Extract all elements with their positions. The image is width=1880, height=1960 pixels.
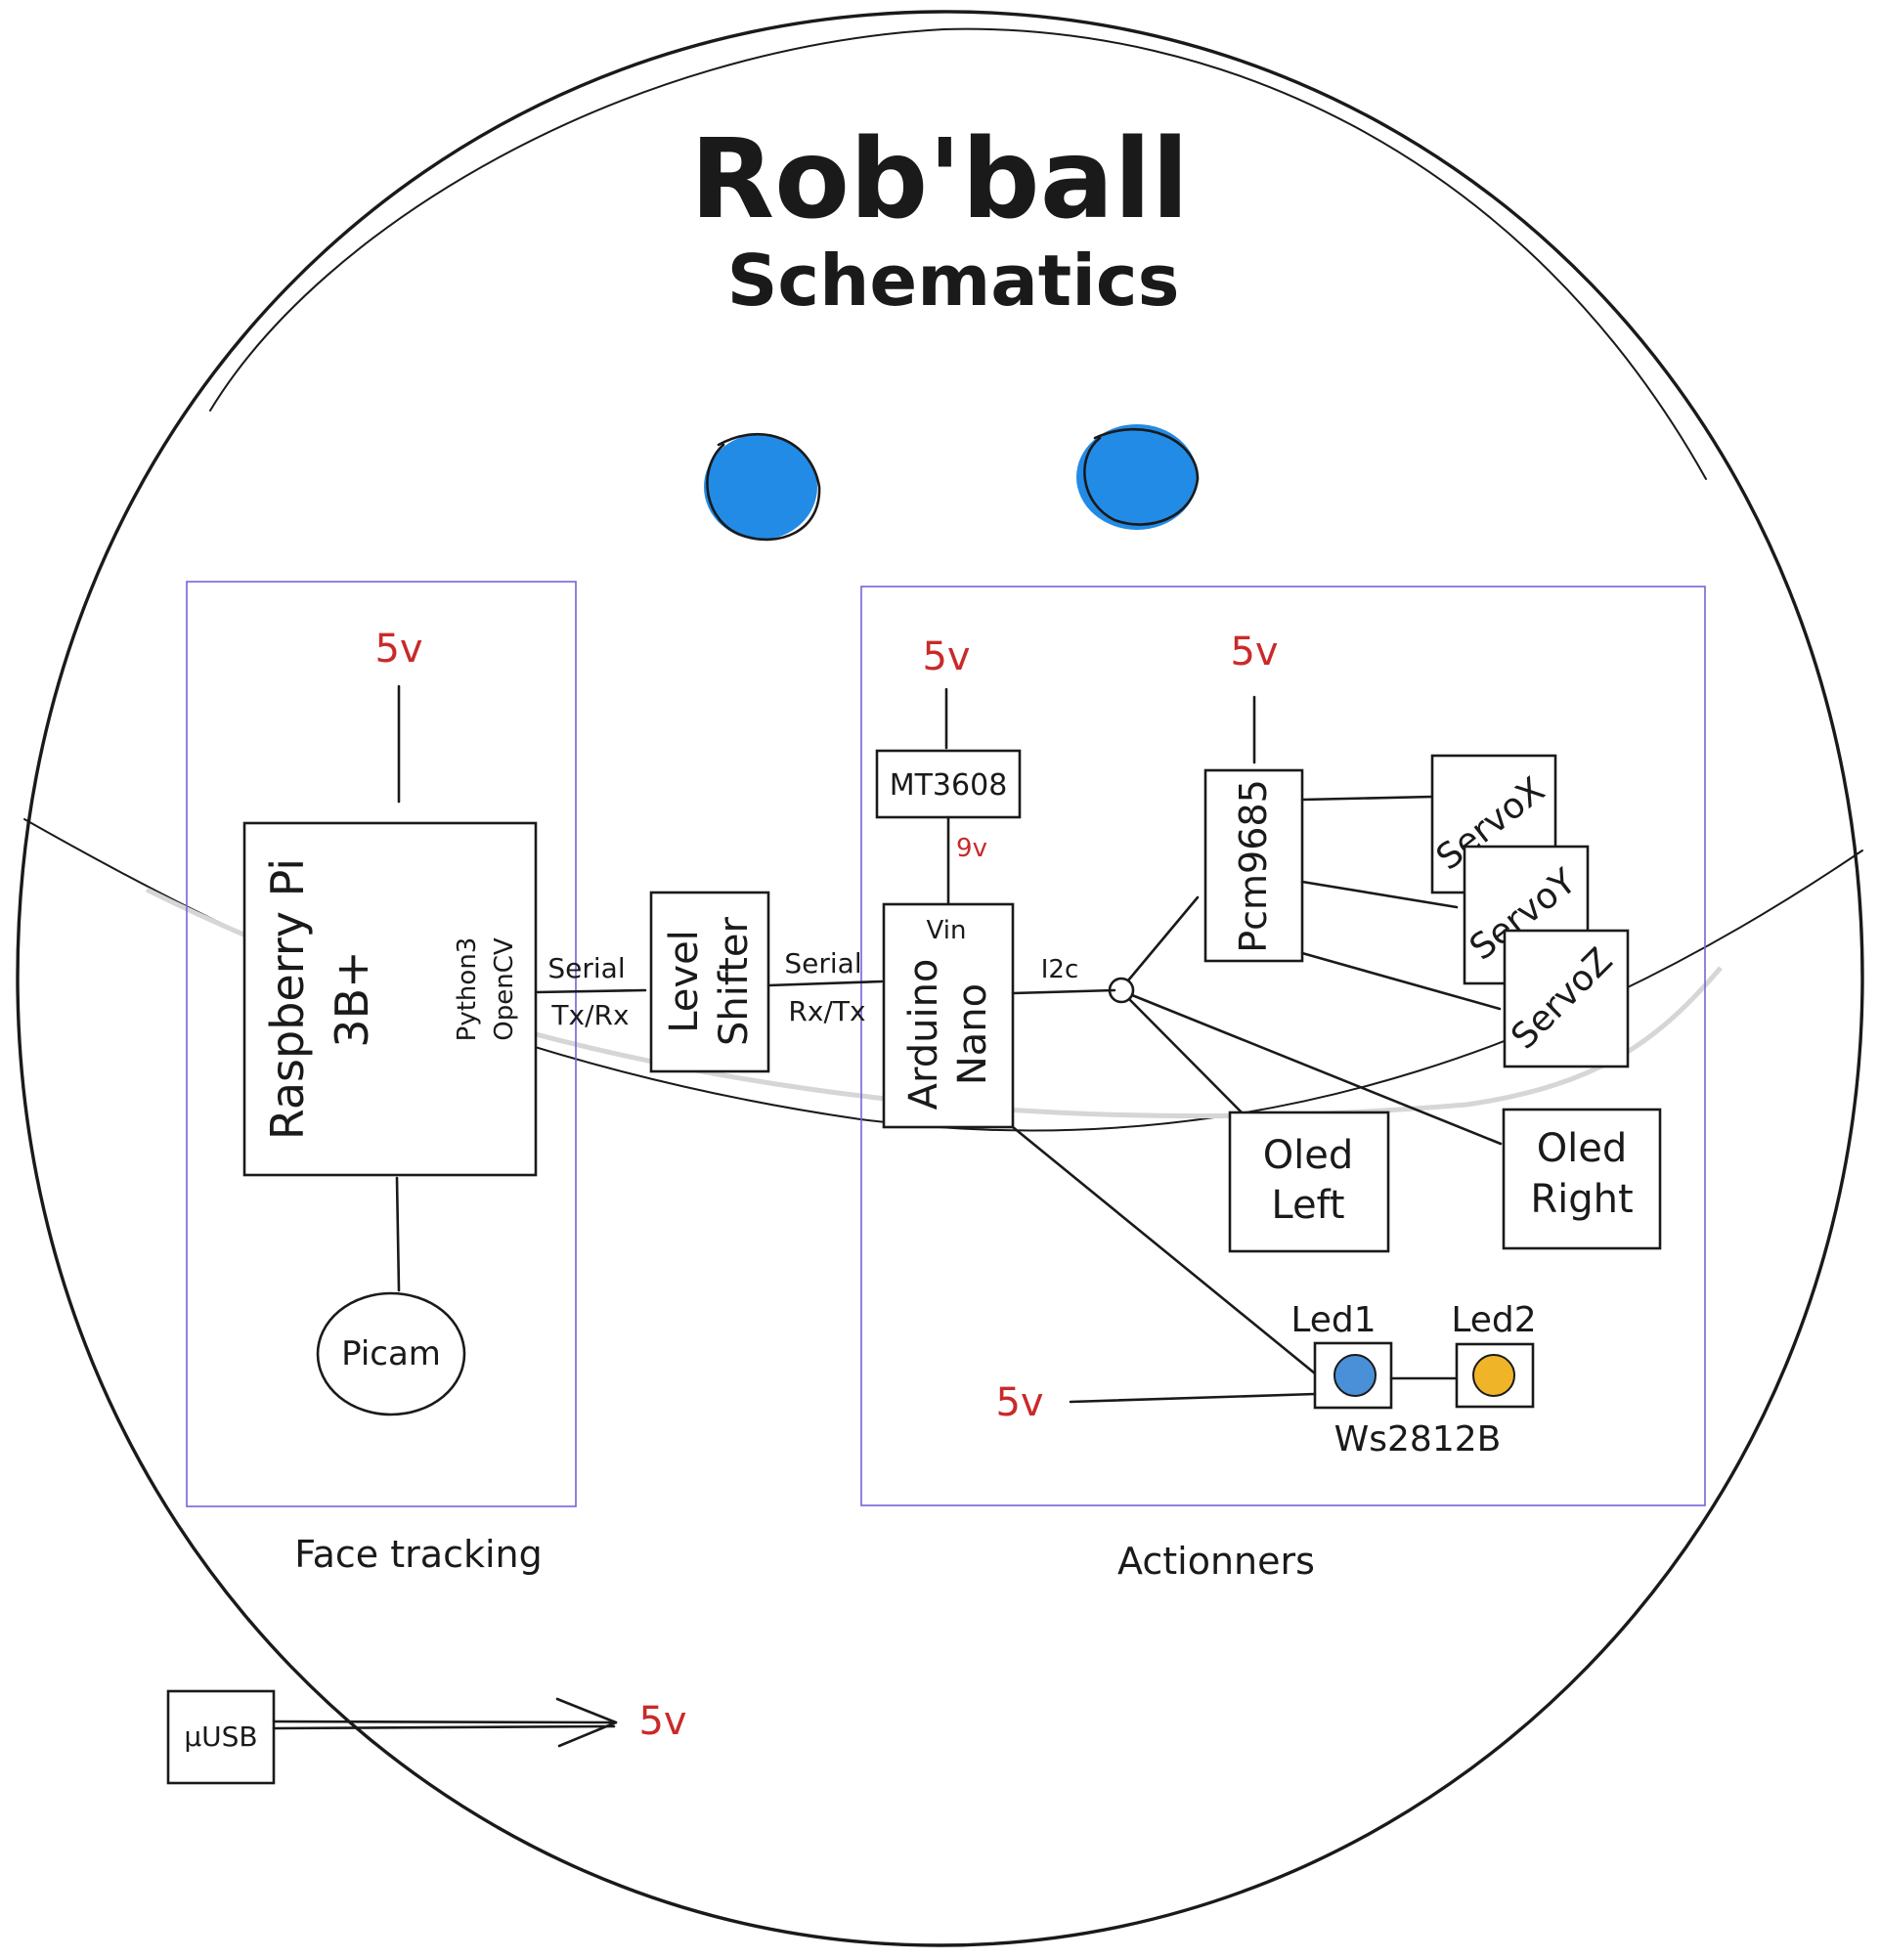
opencv-label: OpenCV <box>490 937 519 1041</box>
i2c-wire <box>1011 988 1116 995</box>
raspberry-pi-model: 3B+ <box>326 950 378 1047</box>
led-5v-label: 5v <box>995 1380 1043 1425</box>
picam-label: Picam <box>341 1334 441 1373</box>
i2c-to-oled-right-wire <box>1130 993 1503 1146</box>
oled-right-label-2: Right <box>1530 1177 1633 1222</box>
rxtx-label: Rx/Tx <box>788 995 865 1027</box>
micro-usb-label: µUSB <box>184 1720 257 1753</box>
picam-wire <box>395 1176 401 1292</box>
oled-left-label: Oled <box>1263 1133 1354 1178</box>
oled-right-box <box>1502 1108 1662 1250</box>
pcm9685-label: Pcm9685 <box>1232 779 1275 953</box>
arduino-nano-box <box>882 902 1015 1129</box>
pcm9685-box <box>1203 768 1304 963</box>
page-subtitle: Schematics <box>727 240 1180 322</box>
serial-right-label: Serial <box>784 947 861 980</box>
serial-wire-right <box>766 980 884 987</box>
usb-arrow-head <box>555 1697 618 1748</box>
face-tracking-frame <box>186 581 577 1507</box>
usb-power-wire <box>272 1720 618 1724</box>
right-eye <box>1076 424 1200 530</box>
i2c-to-pcm-wire <box>1126 895 1200 982</box>
txrx-label: Tx/Rx <box>550 999 629 1031</box>
vin-label: Vin <box>927 916 967 945</box>
raspberry-pi-box <box>242 821 538 1177</box>
serial-left-label: Serial <box>547 952 625 984</box>
mt3608-box <box>875 749 1022 819</box>
usb-5v-label: 5v <box>638 1699 686 1744</box>
actionners-frame <box>860 586 1706 1506</box>
ws2812b-label: Ws2812B <box>1334 1419 1502 1459</box>
9v-label: 9v <box>956 834 987 863</box>
raspberry-pi-label: Raspberry Pi <box>261 858 314 1140</box>
serial-wire-left <box>534 988 647 994</box>
mt3608-label: MT3608 <box>890 768 1008 803</box>
level-shifter-label: Level <box>662 930 707 1033</box>
usb-power-wire-2 <box>272 1724 616 1730</box>
arduino-label: Arduino <box>901 959 946 1111</box>
i2c-label: I2c <box>1041 955 1079 984</box>
rpi-5v-label: 5v <box>374 627 422 672</box>
arduino-label-2: Nano <box>950 983 995 1085</box>
servo-z-box <box>1503 929 1630 1068</box>
led1-indicator <box>1333 1354 1377 1397</box>
i2c-to-oled-left-wire <box>1127 997 1244 1114</box>
pcm-5v-label: 5v <box>1230 630 1278 675</box>
mt3608-5v-label: 5v <box>922 634 970 679</box>
arduino-to-led-wire <box>1011 1125 1317 1375</box>
i2c-junction <box>1108 977 1135 1004</box>
led-power-wire <box>1069 1392 1317 1404</box>
python-label: Python3 <box>453 937 482 1042</box>
left-eye <box>704 432 821 542</box>
oled-right-label: Oled <box>1537 1126 1628 1171</box>
actionners-label: Actionners <box>1117 1540 1315 1583</box>
pcm-to-servoy-wire <box>1300 880 1459 909</box>
robot-body-outline <box>16 10 1864 1947</box>
micro-usb-box <box>166 1689 276 1785</box>
oled-left-label-2: Left <box>1271 1183 1344 1228</box>
page-title: Rob'ball <box>690 116 1189 243</box>
pcm-to-servoz-wire <box>1300 951 1502 1011</box>
oled-left-box <box>1228 1111 1390 1253</box>
level-shifter-box <box>649 891 770 1073</box>
led2-indicator <box>1472 1354 1515 1397</box>
led1-label: Led1 <box>1290 1300 1376 1340</box>
face-tracking-label: Face tracking <box>294 1533 542 1576</box>
picam-circle <box>316 1291 466 1416</box>
level-shifter-label-2: Shifter <box>712 916 757 1046</box>
pcm-to-servox-wire <box>1300 795 1434 802</box>
led2-label: Led2 <box>1451 1300 1536 1340</box>
